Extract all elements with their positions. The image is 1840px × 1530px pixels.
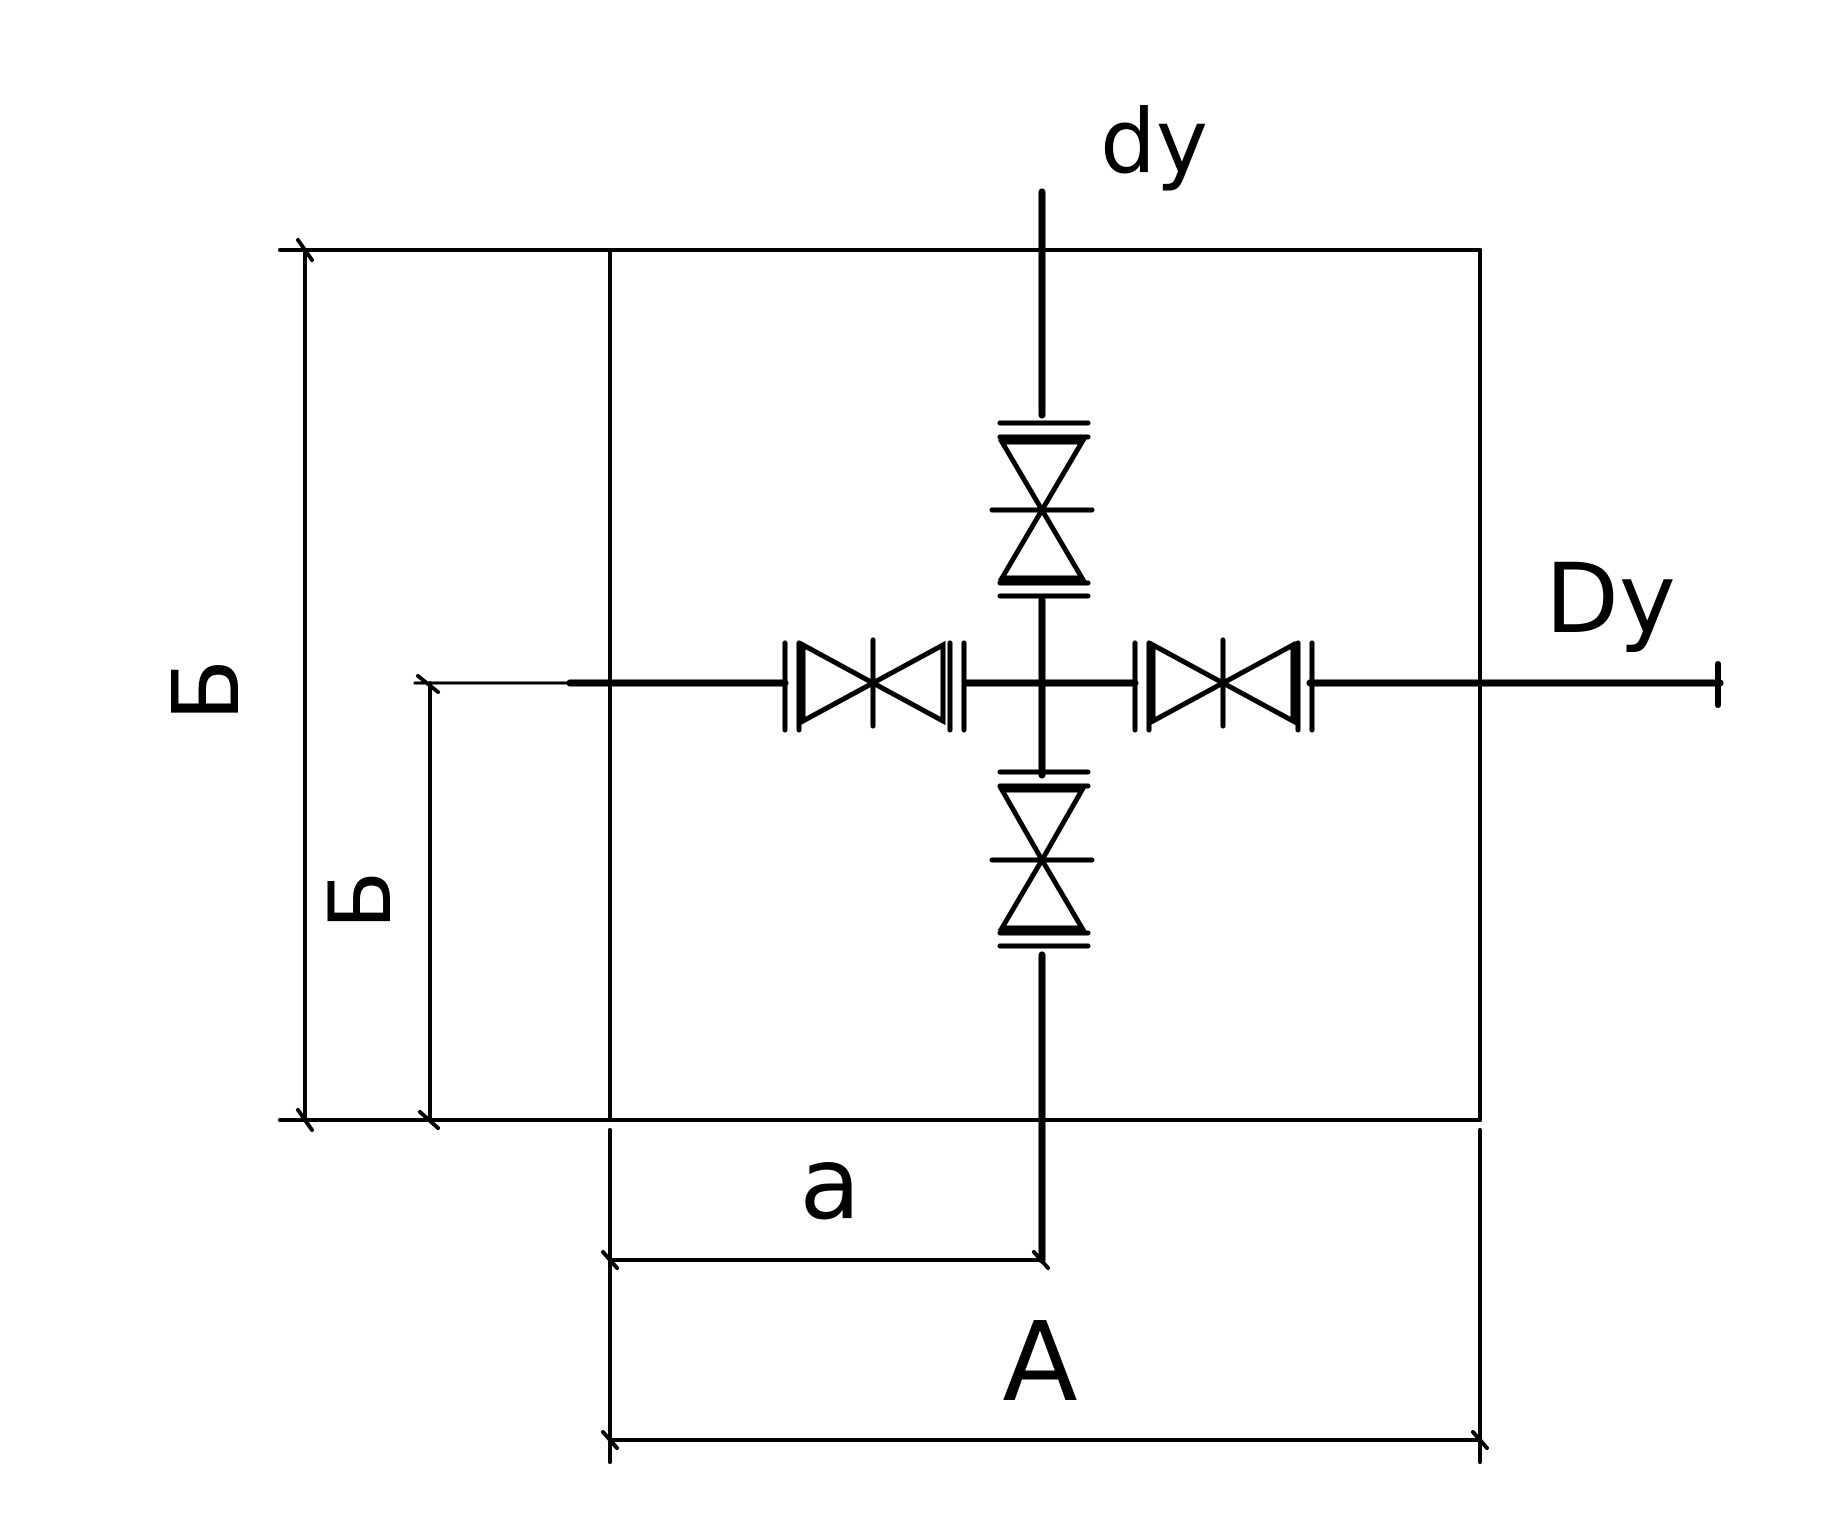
dimension-width-overall [601,1128,1489,1464]
horizontal-pipe [413,661,1724,708]
label-width-overall: A [1002,1298,1077,1426]
valve-top [989,420,1095,599]
dimension-height-overall [296,238,314,1132]
label-top-pipe: dy [1100,90,1208,193]
label-height-pipe: Б [311,871,411,930]
valve-right [1132,637,1315,733]
label-height-overall: Б [153,658,260,721]
valve-bottom [989,769,1095,949]
valve-left [782,637,967,733]
label-width-offset: a [799,1125,860,1242]
dimension-height-pipe [416,674,440,1130]
label-right-pipe: Dy [1545,543,1676,655]
